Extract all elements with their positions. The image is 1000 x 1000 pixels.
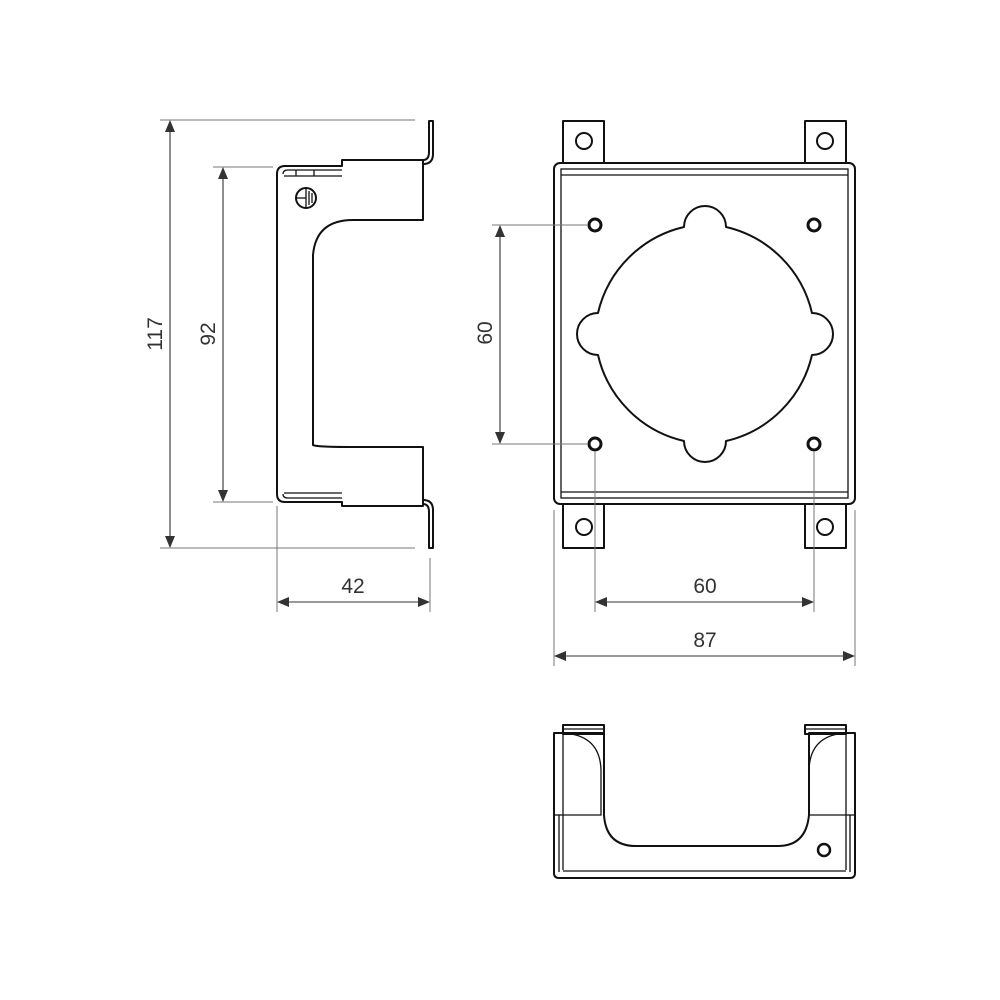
side-view-dimensions: 117 92 42 <box>144 119 431 612</box>
front-plate <box>553 162 856 505</box>
arrow-icon <box>165 120 175 132</box>
side-view-top-flange <box>422 120 434 165</box>
arrow-icon <box>418 597 430 607</box>
tab-hole <box>816 132 834 150</box>
dim-label-overall-width: 87 <box>693 629 716 652</box>
bottom-view-left-bend <box>562 732 602 816</box>
arrow-icon <box>843 651 855 661</box>
side-view-bottom-flange <box>422 499 434 549</box>
mounting-tab-bottom-left <box>562 502 605 549</box>
central-cutout <box>576 205 834 463</box>
tab-hole <box>575 518 593 536</box>
mounting-hole-top-right <box>806 217 822 233</box>
dim-label-body-height: 92 <box>197 322 220 345</box>
bottom-view <box>553 724 856 879</box>
dim-label-hole-vertical-spacing: 60 <box>474 321 497 344</box>
arrow-icon <box>277 597 289 607</box>
side-view-body <box>276 159 424 507</box>
arrow-icon <box>218 490 228 502</box>
arrow-icon <box>165 536 175 548</box>
arrow-icon <box>218 167 228 179</box>
ground-symbol-icon <box>295 187 317 209</box>
bottom-view-body <box>553 732 856 879</box>
mounting-tab-top-right <box>804 120 847 167</box>
tab-hole <box>575 132 593 150</box>
bottom-view-hole <box>816 842 832 858</box>
arrow-icon <box>495 432 505 444</box>
dim-label-depth: 42 <box>341 575 364 598</box>
bottom-view-right-bend <box>808 732 847 816</box>
front-view-dimensions: 60 60 87 <box>474 224 856 666</box>
dim-label-hole-horizontal-spacing: 60 <box>693 575 716 598</box>
arrow-icon <box>495 225 505 237</box>
front-plate-inner-edge <box>560 168 849 499</box>
arrow-icon <box>554 651 566 661</box>
side-view-fold-bottom <box>282 493 342 499</box>
front-view <box>553 120 856 549</box>
arrow-icon <box>802 597 814 607</box>
mounting-hole-bottom-left <box>587 436 603 452</box>
mounting-hole-top-left <box>587 217 603 233</box>
side-view-fold-top <box>282 169 342 175</box>
mounting-tab-bottom-right <box>804 502 847 549</box>
arrow-icon <box>595 597 607 607</box>
mounting-tab-top-left <box>562 120 605 167</box>
tab-hole <box>816 518 834 536</box>
mounting-hole-bottom-right <box>806 436 822 452</box>
dim-label-overall-height: 117 <box>144 317 167 350</box>
side-view <box>276 120 434 549</box>
